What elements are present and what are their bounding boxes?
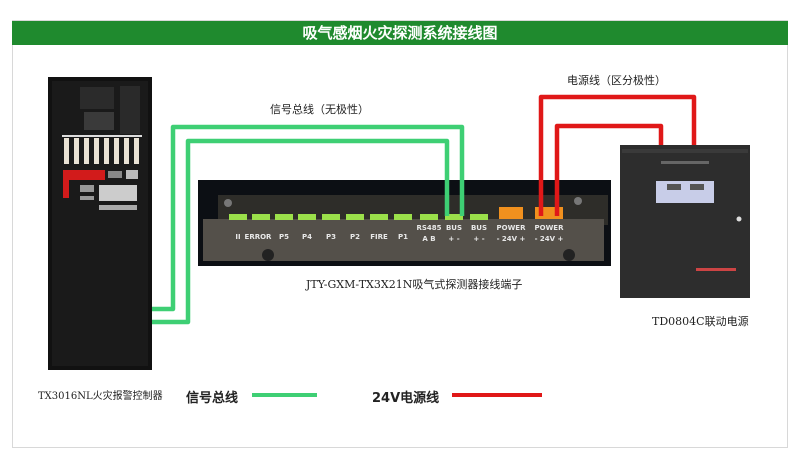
power-wire-2 <box>554 123 664 216</box>
diagram-title: 吸气感烟火灾探测系统接线图 <box>12 21 788 45</box>
legend-power-label: 24V电源线 <box>372 391 440 406</box>
terminal-label: RS485 <box>416 224 441 232</box>
terminal-label: POWER <box>497 224 527 232</box>
terminal-sub-label: + - <box>473 235 484 243</box>
linkage-power-supply-box <box>620 145 750 298</box>
terminal-label: P3 <box>326 233 336 241</box>
legend-signal-label: 信号总线 <box>186 391 239 406</box>
terminal-label: P2 <box>350 233 360 241</box>
terminal-label: FIRE <box>370 233 388 241</box>
terminal-sub-label: - 24V + <box>497 235 526 243</box>
fire-alarm-controller-cabinet <box>48 77 152 370</box>
signal-bus-label: 信号总线（无极性） <box>270 103 369 116</box>
terminal-sub-label: - 24V + <box>535 235 564 243</box>
detector-terminal-label: JTY-GXM-TX3X21N吸气式探测器接线端子 <box>306 278 523 291</box>
terminal-label: P4 <box>302 233 312 241</box>
terminal-label: POWER <box>535 224 565 232</box>
terminal-sub-label: + - <box>448 235 459 243</box>
terminal-label: BUS <box>446 224 462 232</box>
terminal-label: ERROR <box>245 233 273 241</box>
terminal-label: BUS <box>471 224 487 232</box>
power-wire-1 <box>538 94 697 216</box>
terminal-label: II <box>235 233 240 241</box>
terminal-label: P5 <box>279 233 289 241</box>
power-line-label: 电源线（区分极性） <box>567 74 666 87</box>
signal-bus-wire-1 <box>152 124 465 312</box>
signal-bus-wire-2 <box>152 138 450 325</box>
detector-terminal-board: II ERROR P5 P4 P3 P2 FIRE P1 RS485 BUS BUS POWER POW… <box>198 180 611 266</box>
power-supply-label: TD0804C联动电源 <box>652 315 749 328</box>
terminal-sub-label: A B <box>422 235 435 243</box>
terminal-label: P1 <box>398 233 408 241</box>
diagram-frame <box>12 20 788 448</box>
controller-label: TX3016NL火灾报警控制器 <box>38 391 163 402</box>
